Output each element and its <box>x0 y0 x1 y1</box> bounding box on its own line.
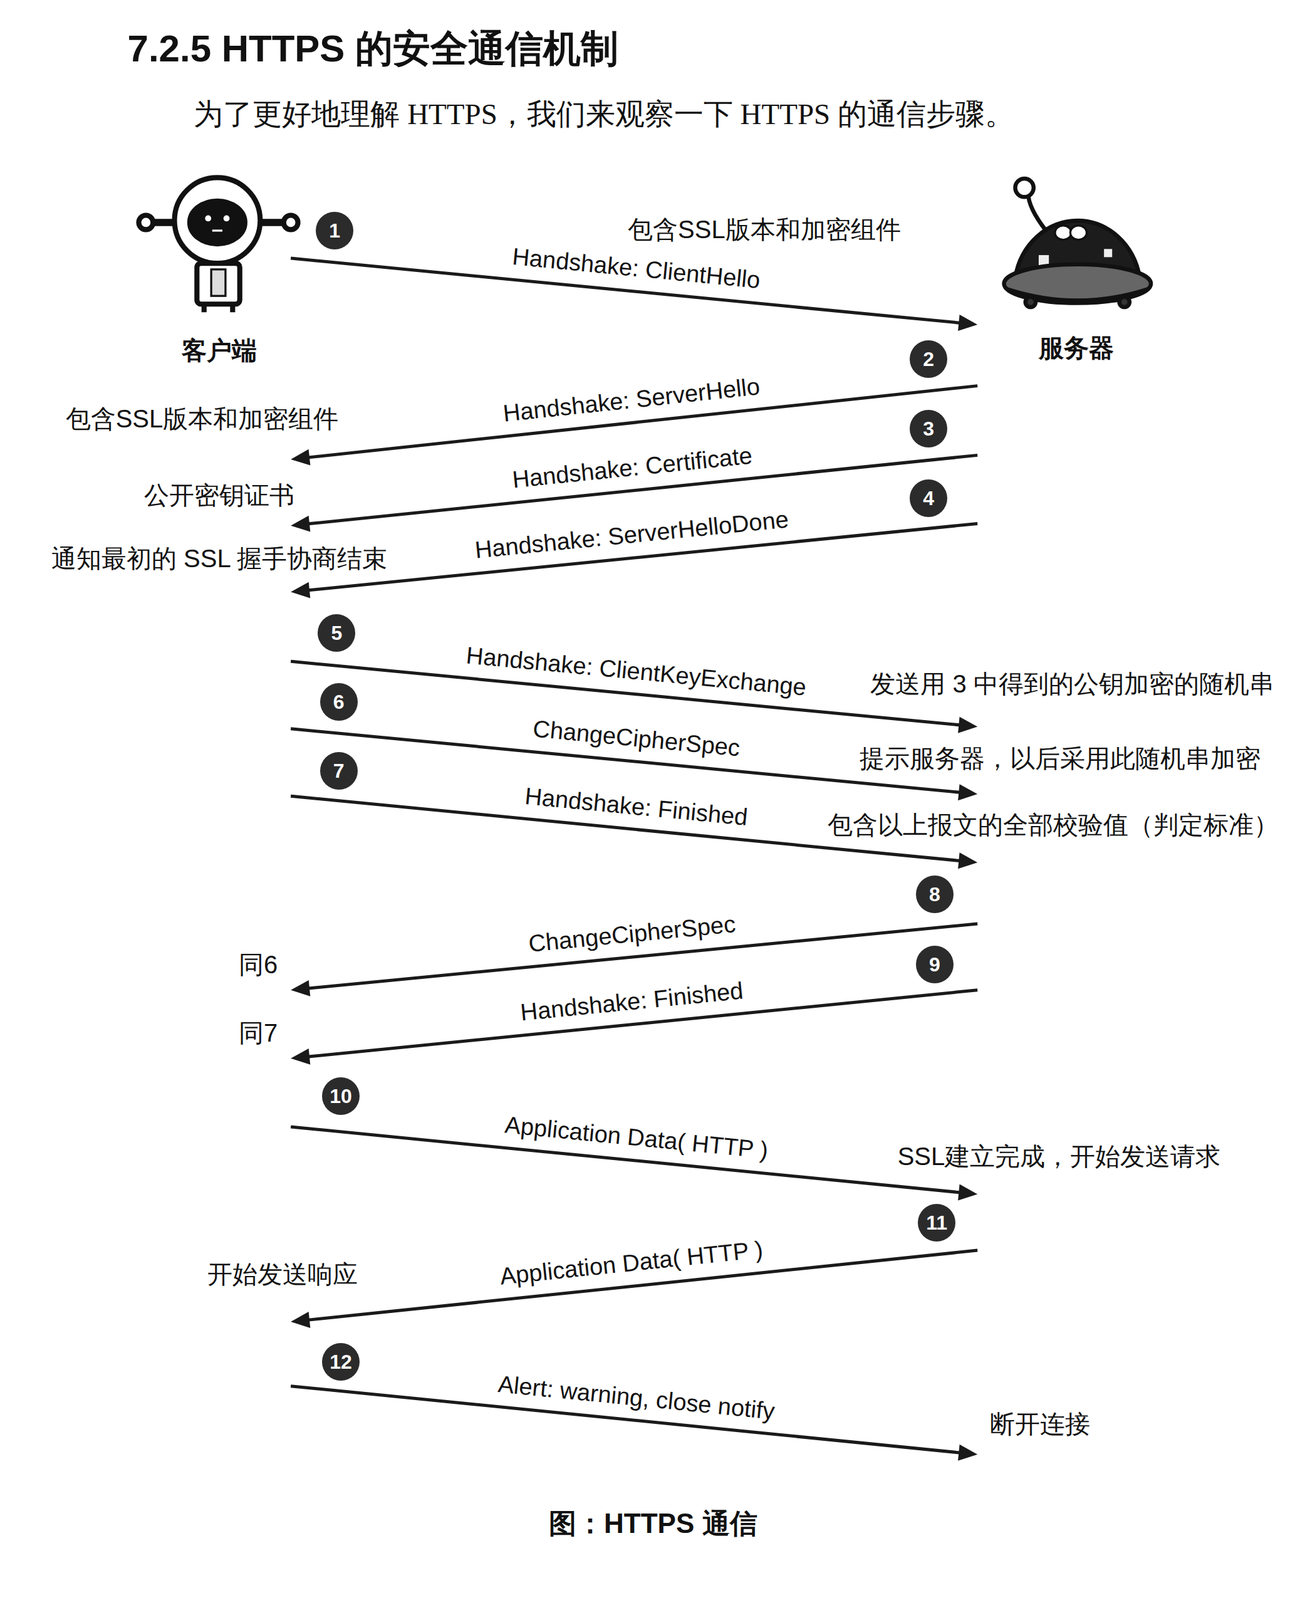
callout-number: 11 <box>917 1203 956 1242</box>
arrowhead <box>957 314 978 331</box>
arrowhead <box>957 1184 978 1201</box>
message-label: Application Data( HTTP ) <box>503 1110 769 1166</box>
message-label: Handshake: ServerHelloDone <box>473 505 791 566</box>
robot-hand <box>138 215 153 230</box>
robot-hand <box>283 215 299 230</box>
arrowhead <box>290 979 311 997</box>
step-note: 同7 <box>238 1017 278 1048</box>
callout-number: 3 <box>909 409 948 448</box>
message-label: Application Data( HTTP ) <box>498 1235 765 1292</box>
callout-number: 12 <box>322 1342 360 1381</box>
robot-eye <box>204 215 212 222</box>
robot-leg <box>229 303 235 312</box>
arrowhead <box>290 1311 311 1328</box>
callout-number: 9 <box>915 945 954 983</box>
eye <box>1070 225 1087 240</box>
message-label: Handshake: Finished <box>523 781 750 832</box>
robot-panel <box>211 269 226 296</box>
arrowhead <box>290 1048 311 1065</box>
step-note: 通知最初的 SSL 握手协商结束 <box>51 543 388 574</box>
step-note: 提示服务器，以后采用此随机串加密 <box>859 743 1261 774</box>
robot-eye <box>223 215 230 222</box>
arrowhead <box>957 852 978 869</box>
server-robot <box>1004 178 1152 307</box>
callout-number: 6 <box>320 682 358 721</box>
callout-number: 2 <box>909 340 948 378</box>
figure-caption: 图：HTTPS 通信 <box>548 1506 757 1540</box>
callout-number: 1 <box>315 211 354 250</box>
light <box>1038 254 1049 266</box>
robot-head <box>174 177 260 264</box>
step-note: 包含SSL版本和加密组件 <box>627 214 901 245</box>
arrowhead <box>290 449 311 466</box>
callout-number: 10 <box>322 1076 360 1115</box>
step-note: 包含以上报文的全部校验值（判定标准） <box>827 809 1279 840</box>
arrowhead <box>290 515 311 532</box>
robot-body <box>196 263 240 304</box>
callout-number: 8 <box>915 875 954 913</box>
antenna-loop <box>1014 178 1034 197</box>
callout-number: 5 <box>317 613 356 652</box>
eye <box>1055 225 1072 240</box>
step-note: 发送用 3 中得到的公钥加密的随机串 <box>870 668 1274 699</box>
message-label: Handshake: ServerHello <box>501 372 762 428</box>
robot-face <box>189 201 245 244</box>
callout-number: 4 <box>909 479 948 517</box>
step-note: 公开密钥证书 <box>144 479 295 510</box>
robot-mouth <box>212 229 223 232</box>
step-note: 开始发送响应 <box>207 1258 358 1289</box>
message-label: Handshake: ClientHello <box>511 242 762 296</box>
message-label: Handshake: Finished <box>519 976 745 1027</box>
robot-leg <box>201 303 207 312</box>
step-note: 断开连接 <box>989 1408 1091 1439</box>
foot <box>1025 296 1036 307</box>
light <box>1103 248 1113 257</box>
heading: 7.2.5 HTTPS 的安全通信机制 <box>127 26 619 72</box>
arrowhead <box>957 1444 978 1461</box>
arrowhead <box>290 582 311 599</box>
client-robot <box>138 177 298 312</box>
step-note: 包含SSL版本和加密组件 <box>65 403 339 434</box>
actor-label: 服务器 <box>977 332 1176 363</box>
foot <box>1119 296 1130 307</box>
intro-text: 为了更好地理解 HTTPS，我们来观察一下 HTTPS 的通信步骤。 <box>193 96 1015 132</box>
step-note: 同6 <box>238 949 278 980</box>
arrowhead <box>957 716 978 734</box>
message-label: Handshake: Certificate <box>510 441 754 495</box>
message-label: Alert: warning, close notify <box>496 1369 777 1426</box>
arrowhead <box>957 783 978 801</box>
callout-number: 7 <box>320 751 358 790</box>
actor-label: 客户端 <box>152 335 286 366</box>
step-note: SSL建立完成，开始发送请求 <box>897 1140 1222 1171</box>
